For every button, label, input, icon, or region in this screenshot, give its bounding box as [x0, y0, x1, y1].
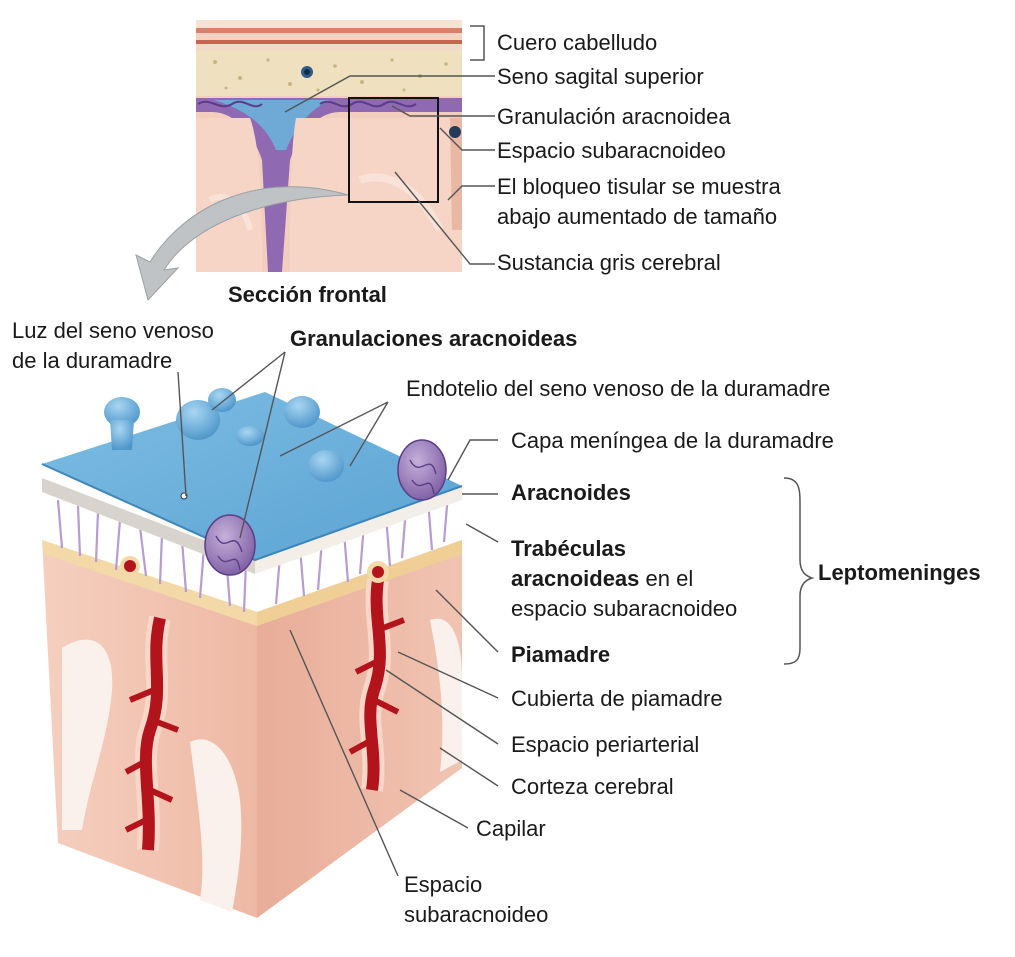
label-pial-sheath: Cubierta de piamadre: [511, 684, 723, 713]
label-subarachnoid-space-line2: subaracnoideo: [404, 900, 548, 929]
leptomeninges-brace: [784, 478, 812, 664]
label-periarterial-space: Espacio periarterial: [511, 730, 699, 759]
aracnoideas-word: aracnoideas: [511, 566, 639, 591]
label-gray-matter: Sustancia gris cerebral: [497, 248, 721, 277]
inset-title: Sección frontal: [228, 280, 387, 309]
tissue-block: [42, 388, 812, 918]
label-trabeculae-line1: Trabéculas: [511, 534, 626, 563]
label-capillary: Capilar: [476, 814, 546, 843]
label-tissue-block-line1: El bloqueo tisular se muestra: [497, 172, 781, 201]
label-scalp: Cuero cabelludo: [497, 28, 657, 57]
label-arachnoid-granulation: Granulación aracnoidea: [497, 102, 731, 131]
label-pia-mater: Piamadre: [511, 640, 610, 669]
label-meningeal-dura: Capa meníngea de la duramadre: [511, 426, 834, 455]
label-cerebral-cortex: Corteza cerebral: [511, 772, 674, 801]
label-superior-sagittal-sinus: Seno sagital superior: [497, 62, 704, 91]
label-leptomeninges: Leptomeninges: [818, 558, 981, 587]
label-subarachnoid-space-line1: Espacio: [404, 870, 482, 899]
frontal-section-inset: [196, 20, 484, 272]
label-sinus-lumen-line2: de la duramadre: [12, 346, 172, 375]
label-arachnoid: Aracnoides: [511, 478, 631, 507]
trabeculae-word: Trabéculas: [511, 536, 626, 561]
en-el-text: en el: [639, 566, 693, 591]
label-trabeculae-line2: aracnoideas en el: [511, 564, 693, 593]
label-arachnoid-granulations: Granulaciones aracnoideas: [290, 324, 577, 353]
label-tissue-block-line2: abajo aumentado de tamaño: [497, 202, 777, 231]
label-subarachnoid-space-top: Espacio subaracnoideo: [497, 136, 726, 165]
label-sinus-lumen-line1: Luz del seno venoso: [12, 316, 214, 345]
label-sinus-endothelium: Endotelio del seno venoso de la duramadr…: [406, 374, 830, 403]
label-trabeculae-line3: espacio subaracnoideo: [511, 594, 737, 623]
